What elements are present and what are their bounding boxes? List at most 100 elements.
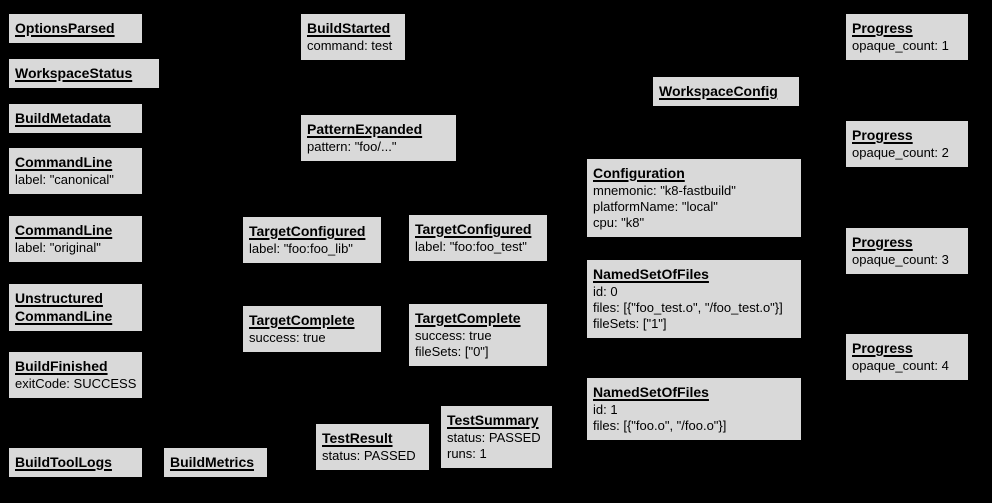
event-node-property: status: PASSED	[322, 448, 416, 463]
event-node-property: id: 1	[593, 402, 618, 417]
event-node-property: success: true	[415, 328, 492, 343]
event-node-build-started: BuildStarted command: test	[300, 13, 406, 61]
event-node-property: files: [{"foo_test.o", "/foo_test.o"}]	[593, 300, 783, 315]
event-node-title-line: Configuration	[593, 165, 685, 181]
event-node-title: TargetConfigured	[249, 222, 375, 240]
event-node-title: OptionsParsed	[15, 19, 136, 37]
event-node-props: opaque_count: 2	[852, 145, 962, 161]
event-node-props: label: "foo:foo_lib"	[249, 241, 375, 257]
event-node-property: label: "canonical"	[15, 172, 114, 187]
event-node-property: opaque_count: 4	[852, 358, 949, 373]
event-node-property: platformName: "local"	[593, 199, 718, 214]
event-node-title: Progress	[852, 19, 962, 37]
event-node-title: WorkspaceStatus	[15, 64, 153, 82]
event-node-title-line: TestResult	[322, 430, 393, 446]
event-node-command-line-canonical: CommandLine label: "canonical"	[8, 147, 143, 195]
event-node-title-line: CommandLine	[15, 222, 113, 238]
event-node-property: label: "original"	[15, 240, 101, 255]
event-node-title: Progress	[852, 339, 962, 357]
event-node-command-line-original: CommandLine label: "original"	[8, 215, 143, 263]
event-node-title-line: BuildFinished	[15, 358, 108, 374]
event-node-workspace-config: WorkspaceConfig	[652, 76, 800, 107]
event-node-property: label: "foo:foo_test"	[415, 239, 527, 254]
event-node-title-line: BuildToolLogs	[15, 454, 112, 470]
event-node-options-parsed: OptionsParsed	[8, 13, 143, 44]
event-node-progress-4: Progress opaque_count: 4	[845, 333, 969, 381]
event-node-title: Progress	[852, 233, 962, 251]
event-node-props: opaque_count: 4	[852, 358, 962, 374]
event-node-title: BuildMetadata	[15, 109, 136, 127]
event-node-title-line: BuildMetrics	[170, 454, 255, 470]
event-node-property: fileSets: ["1"]	[593, 316, 667, 331]
event-node-title-line: Progress	[852, 127, 913, 143]
event-node-title-line: TargetConfigured	[249, 223, 366, 239]
event-node-title-line: TestSummary	[447, 412, 539, 428]
event-node-title-line: Progress	[852, 340, 913, 356]
event-node-property: fileSets: ["0"]	[415, 344, 489, 359]
event-node-props: pattern: "foo/..."	[307, 139, 450, 155]
event-node-test-result: TestResult status: PASSED	[315, 423, 430, 471]
event-node-title: Configuration	[593, 164, 795, 182]
event-node-title: BuildFinished	[15, 357, 136, 375]
event-node-title-line: PatternExpanded	[307, 121, 423, 137]
event-node-props: label: "original"	[15, 240, 136, 256]
event-node-target-complete-foo-lib: TargetComplete success: true	[242, 305, 382, 353]
event-node-props: mnemonic: "k8-fastbuild"platformName: "l…	[593, 183, 795, 231]
event-node-property: cpu: "k8"	[593, 215, 645, 230]
event-node-title: BuildMetrics	[170, 453, 261, 471]
event-node-props: label: "canonical"	[15, 172, 136, 188]
event-node-title-line: TargetConfigured	[415, 221, 532, 237]
event-node-title-line: BuildStarted	[307, 20, 391, 36]
event-node-title-line: CommandLine	[15, 154, 113, 170]
event-node-build-tool-logs: BuildToolLogs	[8, 447, 143, 478]
event-node-title: BuildToolLogs	[15, 453, 136, 471]
event-node-title: NamedSetOfFiles	[593, 383, 795, 401]
event-node-progress-1: Progress opaque_count: 1	[845, 13, 969, 61]
event-node-title-line: CommandLine	[15, 308, 113, 324]
event-node-property: opaque_count: 3	[852, 252, 949, 267]
event-node-title-line: OptionsParsed	[15, 20, 115, 36]
event-node-progress-2: Progress opaque_count: 2	[845, 120, 969, 168]
event-node-title: CommandLine	[15, 221, 136, 239]
event-node-props: status: PASSED	[322, 448, 423, 464]
event-node-property: status: PASSED	[447, 430, 541, 445]
event-node-configuration: Configuration mnemonic: "k8-fastbuild"pl…	[586, 158, 802, 238]
event-node-title-line: Progress	[852, 20, 913, 36]
event-node-title-line: WorkspaceConfig	[659, 83, 778, 99]
event-node-title: PatternExpanded	[307, 120, 450, 138]
event-node-build-metrics: BuildMetrics	[163, 447, 268, 478]
event-node-title-line: BuildMetadata	[15, 110, 111, 126]
event-node-property: command: test	[307, 38, 393, 53]
event-node-title-line: NamedSetOfFiles	[593, 384, 709, 400]
event-node-property: pattern: "foo/..."	[307, 139, 397, 154]
event-node-title: WorkspaceConfig	[659, 82, 793, 100]
event-node-title-line: Unstructured	[15, 290, 103, 306]
event-node-title: TargetComplete	[249, 311, 375, 329]
event-node-property: exitCode: SUCCESS	[15, 376, 137, 391]
event-node-props: opaque_count: 1	[852, 38, 962, 54]
event-node-property: mnemonic: "k8-fastbuild"	[593, 183, 736, 198]
event-node-property: opaque_count: 1	[852, 38, 949, 53]
event-node-property: opaque_count: 2	[852, 145, 949, 160]
event-node-title: NamedSetOfFiles	[593, 265, 795, 283]
event-node-title-line: NamedSetOfFiles	[593, 266, 709, 282]
event-node-props: label: "foo:foo_test"	[415, 239, 541, 255]
event-node-title-line: TargetComplete	[415, 310, 521, 326]
event-node-title: Progress	[852, 126, 962, 144]
event-node-props: success: true	[249, 330, 375, 346]
event-node-props: opaque_count: 3	[852, 252, 962, 268]
event-node-workspace-status: WorkspaceStatus	[8, 58, 160, 89]
event-node-pattern-expanded: PatternExpanded pattern: "foo/..."	[300, 114, 457, 162]
event-node-property: id: 0	[593, 284, 618, 299]
event-node-title-line: WorkspaceStatus	[15, 65, 133, 81]
event-node-title: TargetConfigured	[415, 220, 541, 238]
